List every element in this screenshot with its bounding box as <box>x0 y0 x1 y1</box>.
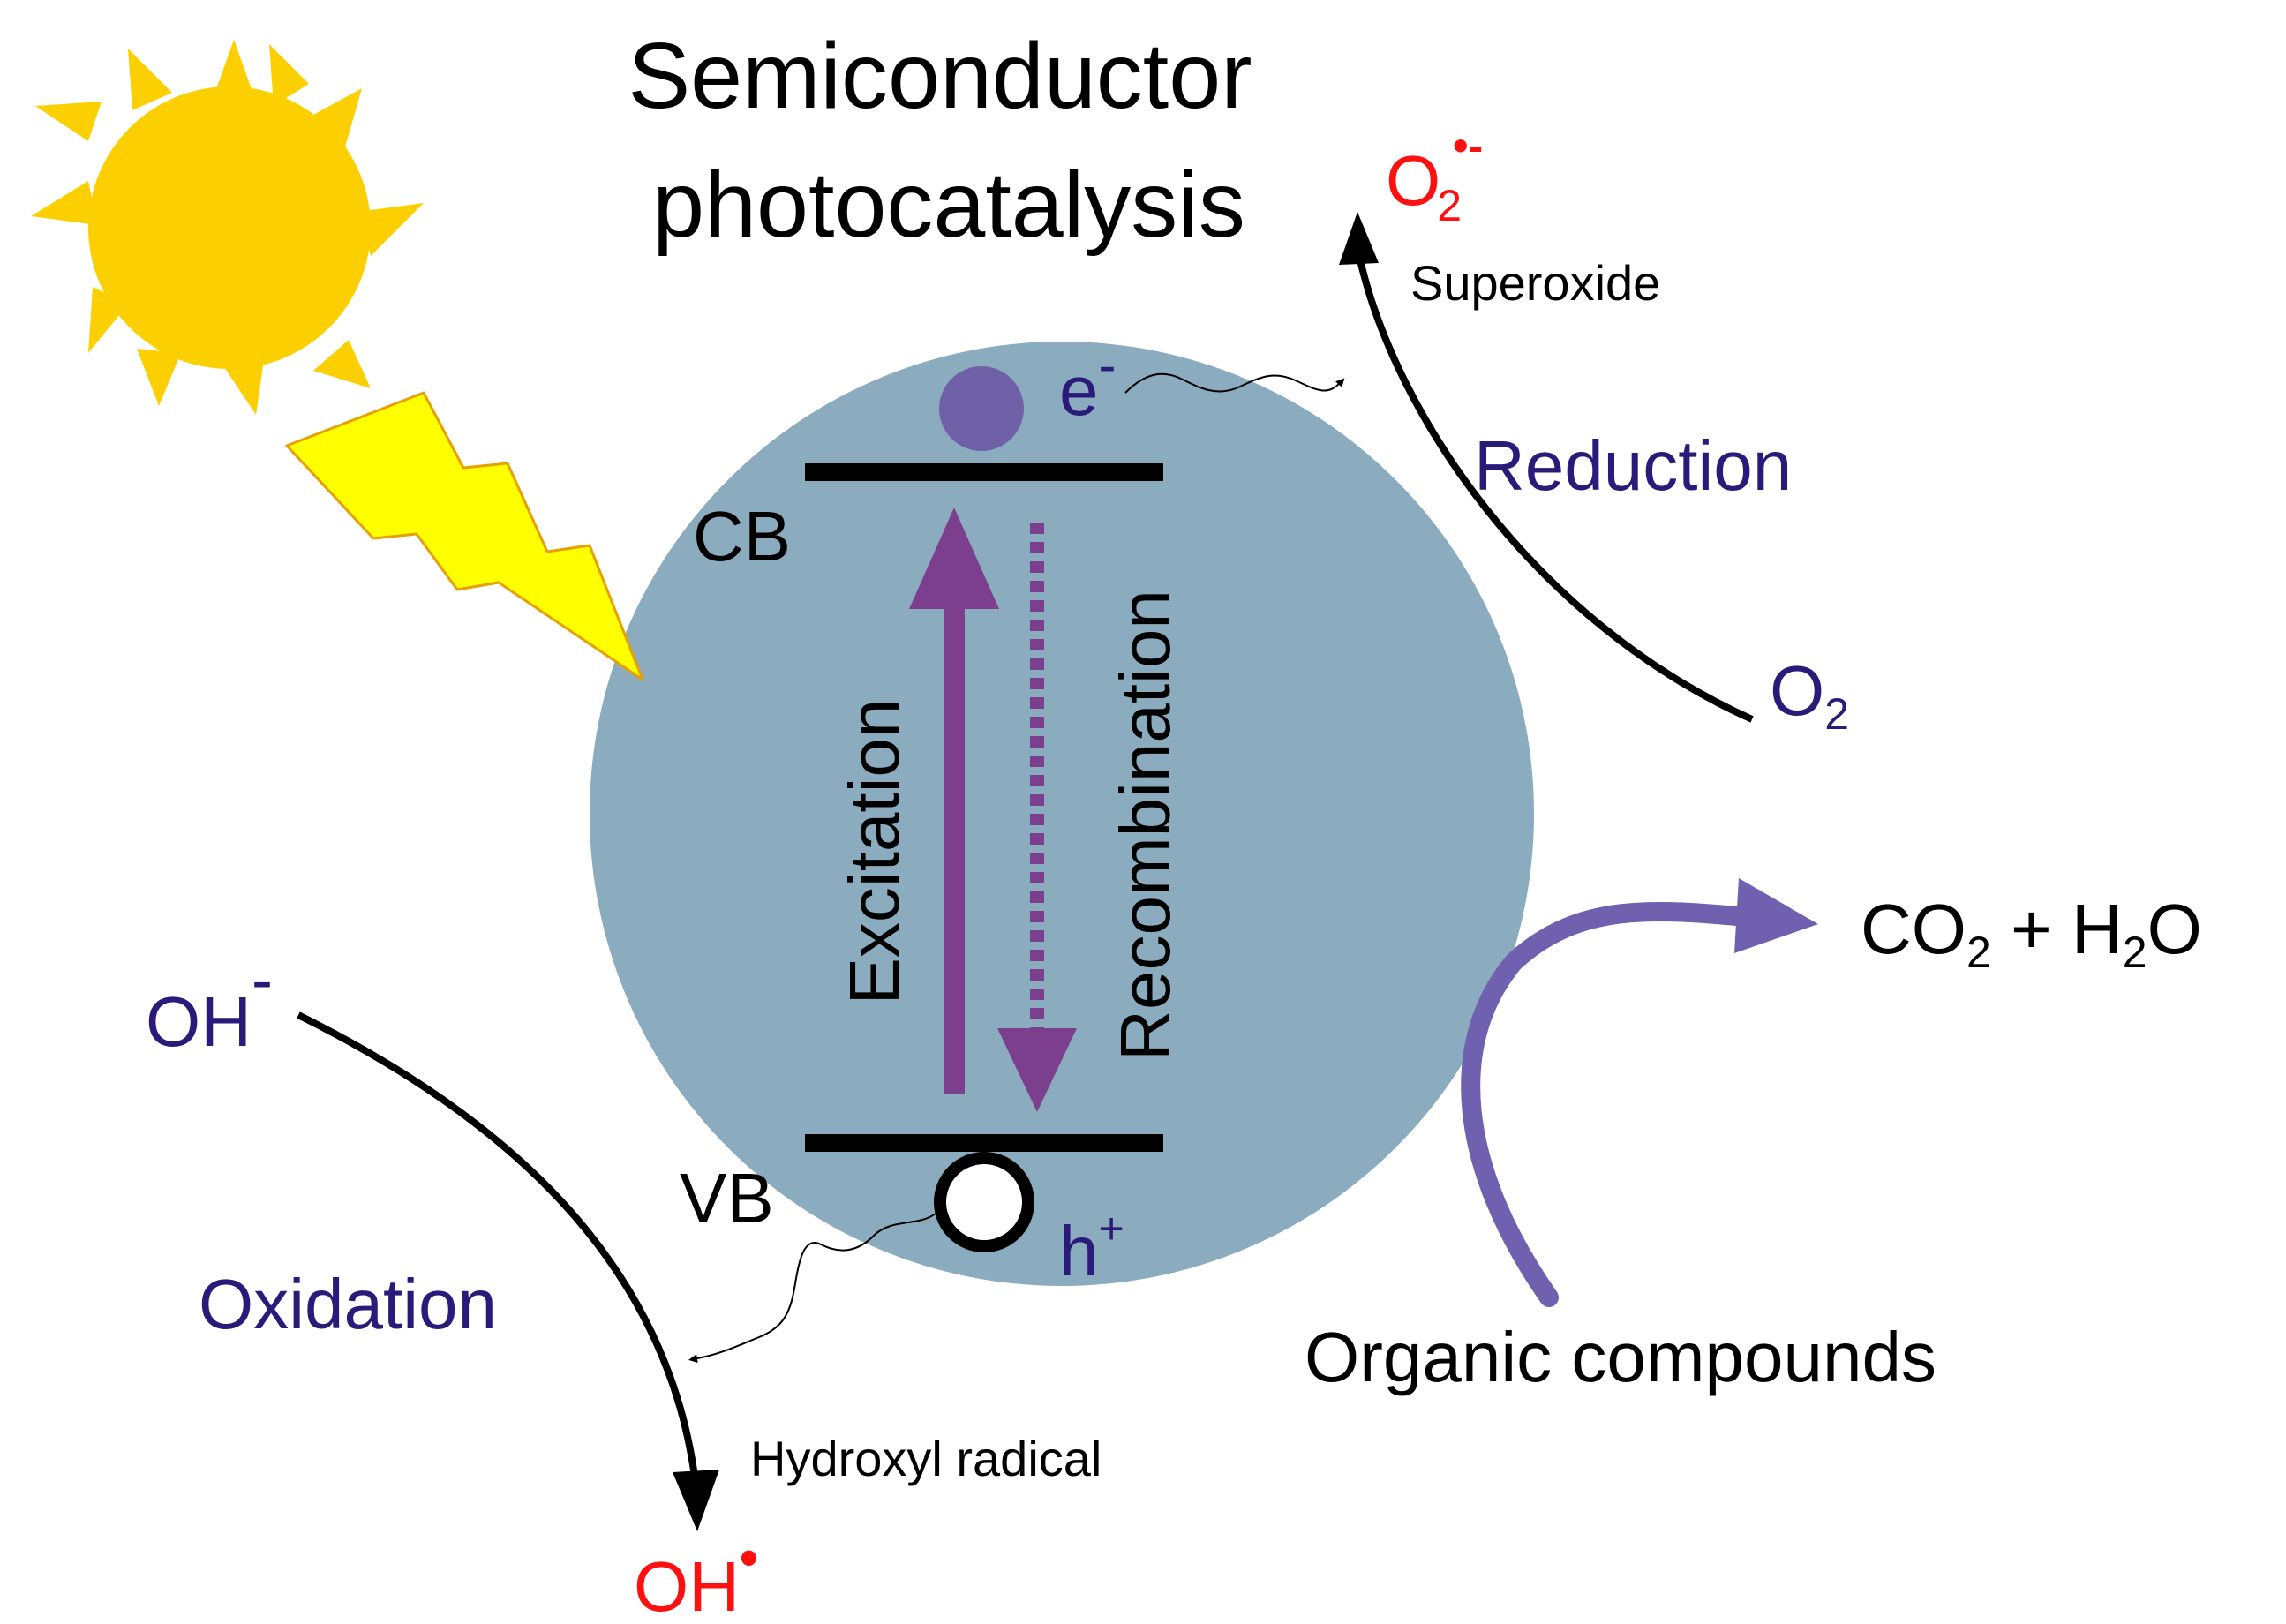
title-line-2: photocatalysis <box>652 153 1245 257</box>
conduction-band-line <box>805 463 1163 481</box>
oxidation-label: Oxidation <box>199 1265 497 1343</box>
semiconductor-particle <box>590 342 1534 1286</box>
oxidation-arrow <box>297 1011 719 1531</box>
hole-label: h+ <box>1059 1204 1124 1290</box>
electron-dot <box>939 366 1024 451</box>
cb-label: CB <box>693 497 791 575</box>
oh-minus-reactant: OH- <box>146 945 273 1061</box>
superoxide-name: Superoxide <box>1410 255 1660 311</box>
electron-label: e- <box>1059 335 1116 430</box>
o2-reactant: O2 <box>1770 651 1849 739</box>
excitation-arrow <box>909 508 999 1094</box>
hole-circle <box>934 1152 1034 1252</box>
organic-compounds-label: Organic compounds <box>1305 1318 1936 1396</box>
superoxide-formula: O2•- <box>1386 121 1483 230</box>
valence-band-line <box>805 1134 1163 1152</box>
sun-icon <box>31 40 424 415</box>
lightning-bolt-icon <box>285 391 644 681</box>
reduction-arrow <box>1339 212 1754 723</box>
hydroxyl-formula: OH• <box>634 1528 758 1624</box>
recombination-label: Recombination <box>1106 590 1184 1061</box>
degradation-products: CO2 + H2O <box>1861 890 2202 977</box>
excitation-label: Excitation <box>835 699 914 1005</box>
degradation-arrow <box>1461 878 1818 1307</box>
hole-transfer-wave <box>688 1213 936 1364</box>
vb-label: VB <box>680 1159 774 1237</box>
electron-transfer-wave <box>1124 372 1345 394</box>
hydroxyl-name: Hydroxyl radical <box>750 1431 1102 1486</box>
reduction-label: Reduction <box>1474 426 1792 505</box>
title-line-1: Semiconductor <box>628 24 1252 128</box>
recombination-arrow <box>997 523 1077 1112</box>
